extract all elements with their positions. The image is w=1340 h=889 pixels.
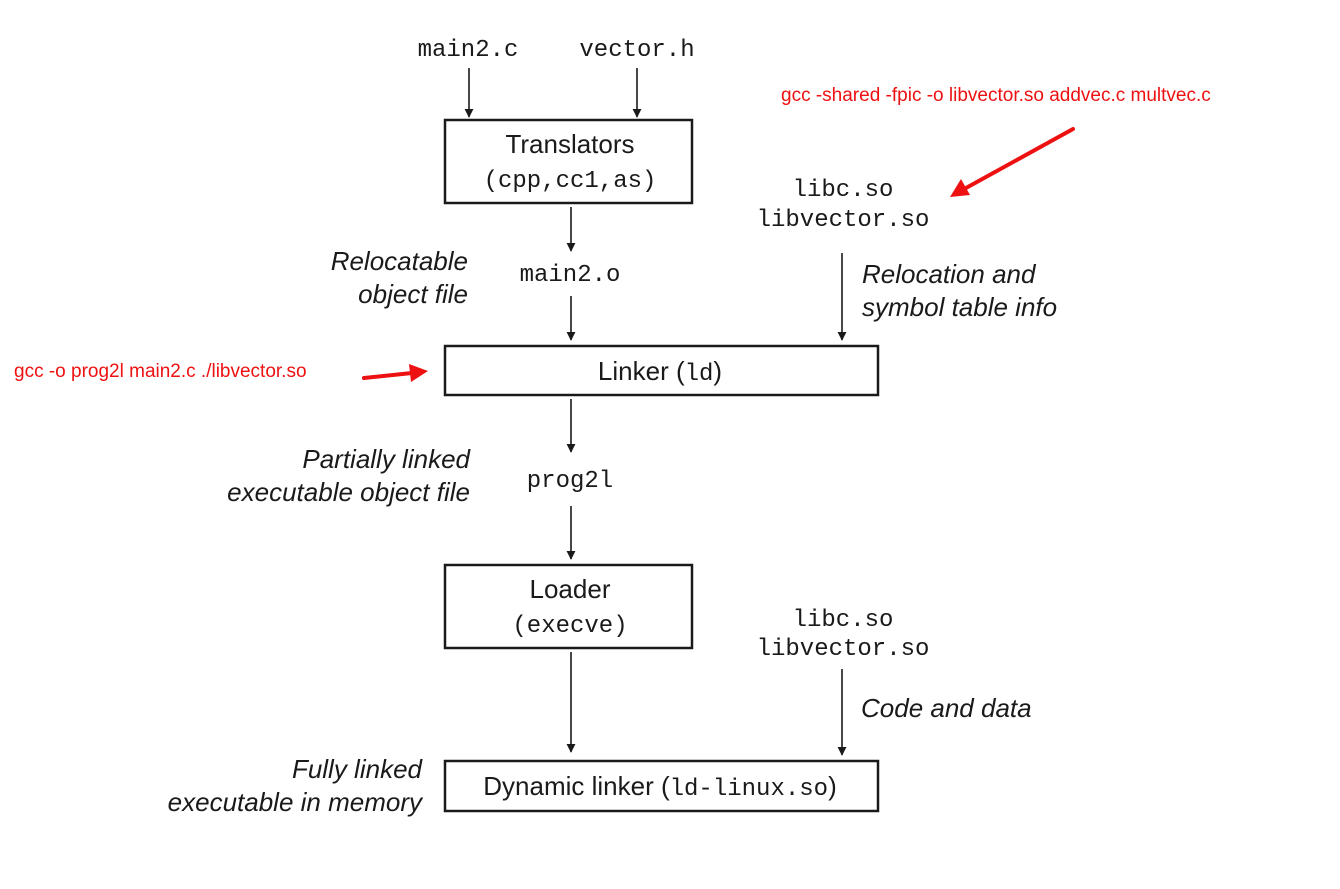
relocation-info-line2: symbol table info	[862, 292, 1057, 322]
bottom-lib-libc: libc.so	[793, 607, 894, 634]
top-lib-libc: libc.so	[793, 177, 894, 204]
bottom-lib-libvector: libvector.so	[757, 636, 930, 663]
linker-title-text: Linker (	[598, 356, 685, 386]
dynamic-linker-close: )	[828, 771, 837, 801]
linker-tool: ld	[685, 361, 714, 388]
translators-title: Translators	[505, 129, 634, 159]
red-arrow-shaft-link	[362, 371, 414, 380]
loader-subtitle: (execve)	[512, 613, 627, 640]
fully-linked-line2: executable in memory	[168, 787, 424, 817]
fully-linked-line1: Fully linked	[292, 754, 424, 784]
code-and-data-label: Code and data	[861, 693, 1032, 723]
dynamic-linker-title: Dynamic linker (ld-linux.so)	[483, 771, 836, 803]
red-arrow-shaft-shared-lib	[964, 127, 1075, 190]
input-main-source: main2.c	[418, 37, 519, 64]
dynamic-linker-box	[443, 759, 880, 813]
partially-linked-line1: Partially linked	[302, 444, 471, 474]
loader-box	[443, 563, 694, 650]
linker-close: )	[713, 356, 722, 386]
linker-title: Linker (ld)	[598, 356, 722, 388]
executable-label: prog2l	[527, 468, 613, 495]
red-arrowhead-link	[409, 364, 428, 382]
translators-box	[443, 118, 694, 205]
loader-title: Loader	[530, 574, 611, 604]
red-arrowhead-shared-lib	[950, 179, 970, 197]
partially-linked-line2: executable object file	[227, 477, 470, 507]
link-command-annotation: gcc -o prog2l main2.c ./libvector.so	[14, 361, 307, 382]
shared-lib-command-annotation: gcc -shared -fpic -o libvector.so addvec…	[781, 85, 1211, 106]
dynamic-linker-title-text: Dynamic linker (	[483, 771, 670, 801]
translators-subtitle: (cpp,cc1,as)	[484, 168, 657, 195]
input-header: vector.h	[579, 37, 694, 64]
relocatable-label-line2: object file	[358, 279, 468, 309]
dynamic-linker-tool: ld-linux.so	[670, 776, 828, 803]
relocation-info-line1: Relocation and	[862, 259, 1037, 289]
linker-box	[443, 344, 880, 397]
relocatable-label-line1: Relocatable	[331, 246, 468, 276]
top-lib-libvector: libvector.so	[757, 207, 930, 234]
object-file-label: main2.o	[520, 262, 621, 289]
